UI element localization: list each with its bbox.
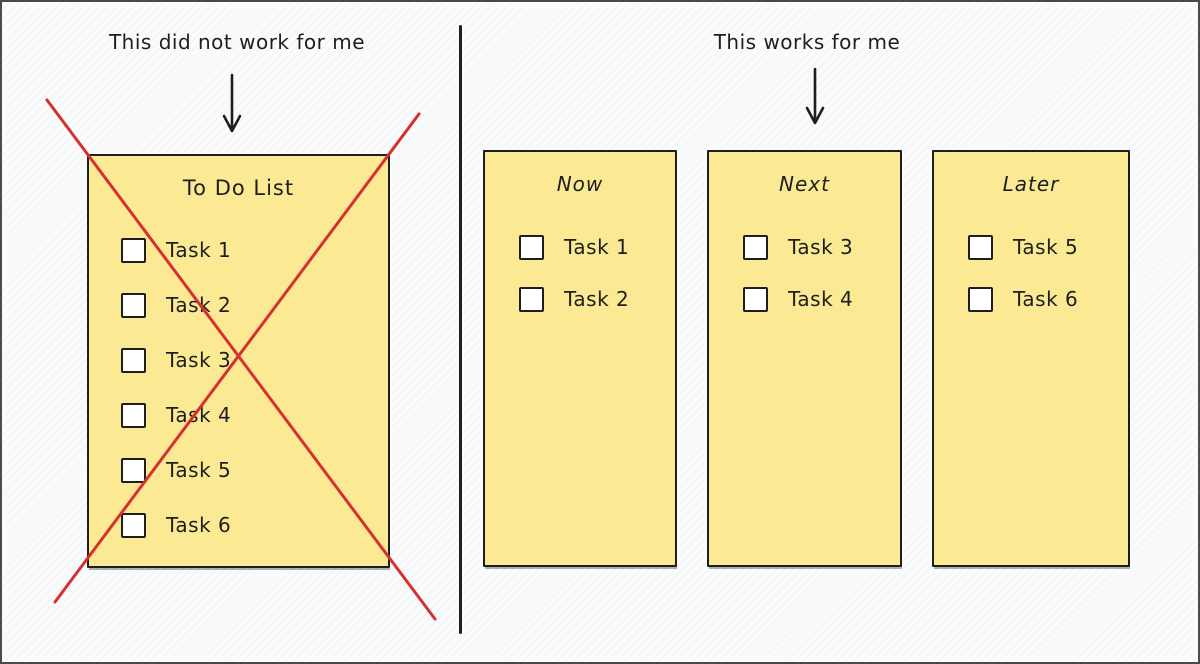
checkbox-icon[interactable]: [519, 286, 544, 312]
task-label: Task 4: [166, 403, 232, 427]
task-row: Task 6: [121, 512, 382, 538]
checkbox-icon[interactable]: [121, 512, 146, 538]
task-label: Task 5: [1013, 235, 1079, 259]
task-label: Task 1: [564, 235, 630, 259]
task-row: Task 4: [743, 286, 894, 312]
task-label: Task 3: [166, 348, 232, 372]
task-row: Task 3: [121, 347, 382, 373]
task-label: Task 2: [564, 287, 630, 311]
task-label: Task 6: [1013, 287, 1079, 311]
task-row: Task 5: [968, 234, 1122, 260]
task-label: Task 4: [788, 287, 854, 311]
task-label: Task 3: [788, 235, 854, 259]
checkbox-icon[interactable]: [968, 286, 993, 312]
task-list: Task 1 Task 2 Task 3 Task 4 Task 5 Task …: [121, 237, 382, 538]
task-row: Task 2: [121, 292, 382, 318]
task-row: Task 3: [743, 234, 894, 260]
divider-line: [459, 25, 462, 634]
column-title: Later: [1002, 172, 1060, 196]
task-row: Task 4: [121, 402, 382, 428]
checkbox-icon[interactable]: [121, 237, 146, 263]
checkbox-icon[interactable]: [121, 402, 146, 428]
task-label: Task 2: [166, 293, 232, 317]
task-label: Task 6: [166, 513, 232, 537]
now-column-card: Now Task 1 Task 2: [483, 150, 677, 567]
checkbox-icon[interactable]: [121, 457, 146, 483]
column-title: Now: [556, 172, 604, 196]
checkbox-icon[interactable]: [121, 292, 146, 318]
task-row: Task 5: [121, 457, 382, 483]
checkbox-icon[interactable]: [743, 286, 768, 312]
checkbox-icon[interactable]: [121, 347, 146, 373]
task-list: Task 1 Task 2: [519, 234, 669, 312]
task-row: Task 1: [519, 234, 669, 260]
checkbox-icon[interactable]: [968, 234, 993, 260]
task-row: Task 6: [968, 286, 1122, 312]
task-list: Task 5 Task 6: [968, 234, 1122, 312]
card-title: To Do List: [182, 176, 295, 200]
column-title: Next: [779, 172, 830, 196]
later-column-card: Later Task 5 Task 6: [932, 150, 1130, 567]
right-annotation: This works for me: [713, 30, 901, 54]
task-row: Task 2: [519, 286, 669, 312]
task-label: Task 5: [166, 458, 232, 482]
down-arrow-icon: [805, 67, 825, 125]
next-column-card: Next Task 3 Task 4: [707, 150, 902, 567]
task-row: Task 1: [121, 237, 382, 263]
todo-list-card: To Do List Task 1 Task 2 Task 3 Task 4 T…: [87, 154, 390, 568]
left-annotation: This did not work for me: [108, 30, 366, 54]
checkbox-icon[interactable]: [743, 234, 768, 260]
task-list: Task 3 Task 4: [743, 234, 894, 312]
checkbox-icon[interactable]: [519, 234, 544, 260]
task-label: Task 1: [166, 238, 232, 262]
down-arrow-icon: [222, 73, 242, 133]
